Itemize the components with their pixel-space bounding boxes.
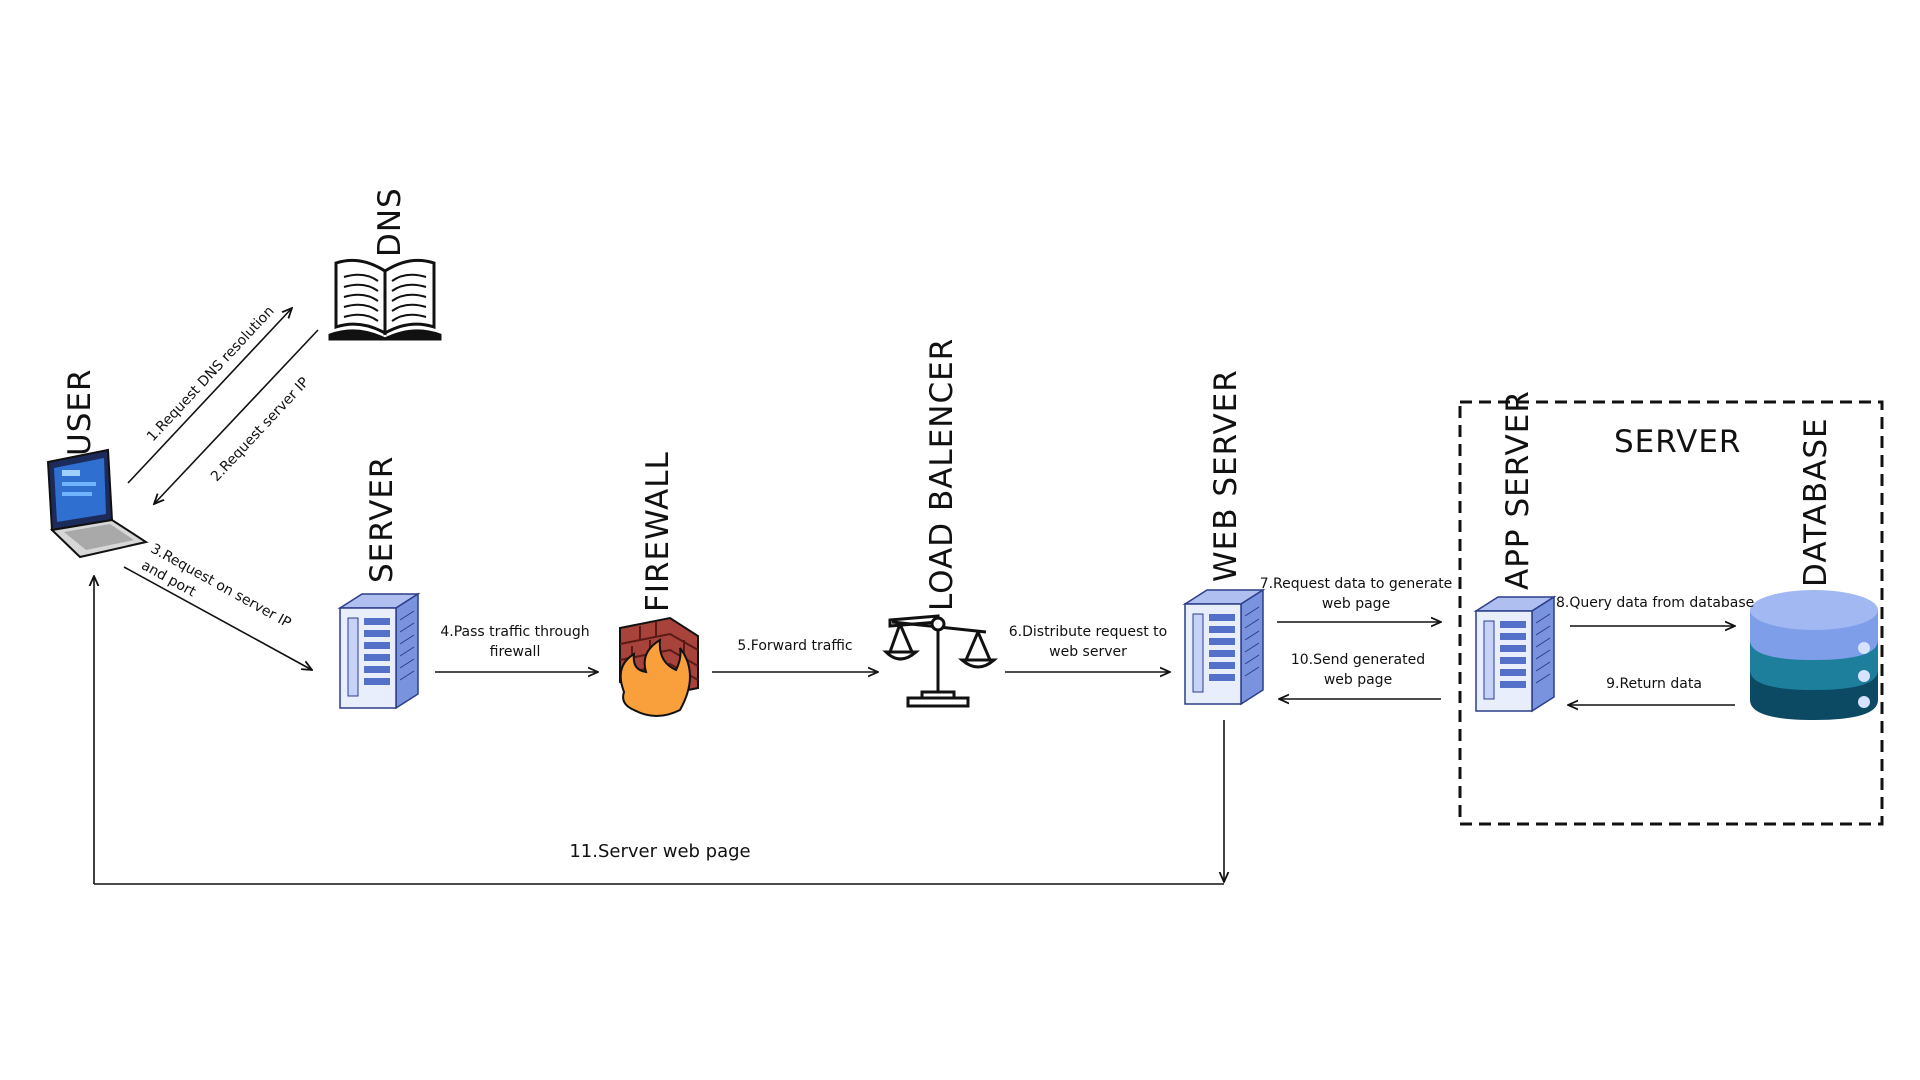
laptop-icon [46,448,149,559]
arrow-3 [123,566,312,670]
web-server-rack-icon [1184,589,1264,705]
arrow-1 [127,308,292,484]
firewall-icon [619,616,699,717]
step-4-label: 4.Pass traffic through firewall [440,624,590,660]
server-rack-icon [339,593,419,709]
app-server-label: APP SERVER [1500,390,1536,590]
app-server-rack-icon [1475,596,1555,712]
dns-label: DNS [372,187,408,257]
step-9-label: 9.Return data [1606,676,1702,692]
web-server-label: WEB SERVER [1208,369,1244,582]
scale-icon [882,614,998,708]
step-6-label: 6.Distribute request to web server [1008,624,1168,660]
server-group-label: SERVER [1614,424,1742,460]
server-group-box [1458,400,1884,826]
step-11-label: 11.Server web page [569,841,751,862]
step-10-label: 10.Send generated web page [1290,652,1426,688]
step-5-label: 5.Forward traffic [737,638,853,654]
load-balancer-label: LOAD BALENCER [924,337,960,611]
server-label: SERVER [364,455,400,583]
database-label: DATABASE [1798,417,1834,587]
step-7-label: 7.Request data to generate web page [1259,576,1453,612]
user-label: USER [62,368,98,457]
arrow-2 [154,329,319,504]
firewall-label: FIREWALL [640,451,676,612]
book-icon [328,258,442,341]
step-8-label: 8.Query data from database [1556,595,1755,611]
database-icon [1750,590,1878,720]
